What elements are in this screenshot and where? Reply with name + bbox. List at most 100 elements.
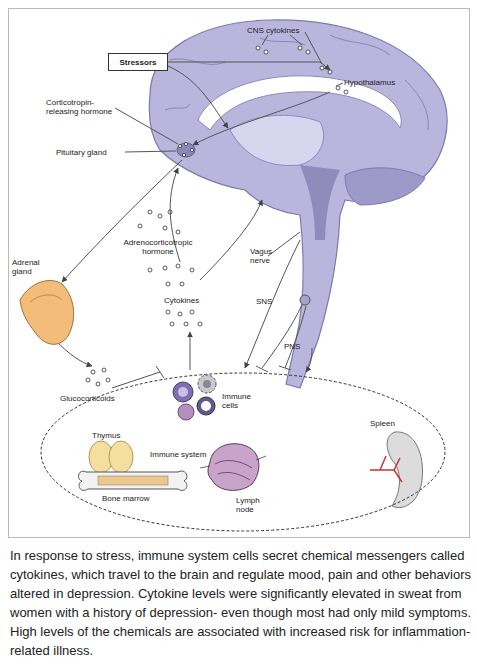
molecule-dot	[163, 266, 167, 270]
figure-label: Bone marrow	[102, 494, 162, 503]
crh-arrow	[193, 92, 330, 145]
figure-label: Lymph node	[236, 496, 266, 514]
leader-line	[125, 151, 176, 152]
molecule-dot	[178, 312, 182, 316]
figure-label: Vagus nerve	[250, 247, 280, 265]
figure-label: SNS	[256, 297, 286, 306]
sns-line	[285, 306, 306, 368]
molecule-dot	[91, 370, 95, 374]
lymph-vessels	[200, 456, 266, 480]
cell-nucleus	[201, 401, 211, 411]
figure-label: Hypothalamus	[344, 78, 414, 87]
molecule-dot	[190, 148, 193, 151]
bone	[79, 471, 187, 490]
figure-label: Pituitary gland	[56, 148, 136, 157]
figure-label: Spleen	[370, 419, 410, 428]
inhibit-bar	[279, 366, 291, 370]
figure-label: CNS cytokines	[247, 26, 317, 35]
molecule-dot	[184, 322, 188, 326]
sns-line	[262, 305, 302, 368]
immune-cell	[173, 382, 193, 402]
immune-cells	[173, 375, 216, 420]
molecule-dot	[166, 310, 170, 314]
molecule-dot	[106, 378, 110, 382]
leader-line	[336, 83, 343, 86]
molecule-dot	[328, 70, 332, 74]
figure-label: Adrenal gland	[12, 258, 52, 276]
node-label: Immune system	[150, 450, 206, 459]
leader-line	[115, 108, 178, 144]
thymus-lobe	[109, 441, 133, 473]
molecule-dot	[320, 66, 324, 70]
pns-arrow	[306, 348, 312, 372]
immune-cell	[178, 404, 194, 420]
immune-cell	[198, 375, 216, 393]
adrenal-detail	[30, 295, 62, 302]
molecule-dot	[148, 268, 152, 272]
molecule-dot	[176, 264, 180, 268]
molecule-dot	[298, 46, 302, 50]
leader-line	[262, 32, 322, 64]
glucocorticoid-arrow	[55, 340, 92, 366]
acth-arrow	[62, 160, 182, 282]
molecule-dot	[166, 282, 170, 286]
molecule-dot	[182, 153, 185, 156]
brain-outline	[149, 20, 447, 388]
stressor-box: Stressors	[108, 53, 168, 71]
figure-label: Cytokines	[164, 296, 214, 305]
cell-nucleus	[203, 380, 211, 388]
pathway-lines	[55, 32, 343, 388]
molecule-dot	[264, 50, 268, 54]
caption-text: In response to stress, immune system cel…	[10, 546, 472, 660]
cerebellum	[345, 168, 425, 205]
figure-frame	[9, 9, 470, 538]
stress-arrow	[168, 66, 228, 128]
molecule-dot	[148, 210, 152, 214]
figure-label: Corticotropin-releasing hormone	[46, 98, 121, 116]
molecule-dot	[184, 142, 187, 145]
molecule-dot	[190, 268, 194, 272]
pituitary-gland	[177, 143, 195, 157]
molecule-dot	[138, 224, 142, 228]
molecule-dot	[102, 368, 106, 372]
molecule-dot	[86, 378, 90, 382]
molecule-dot	[198, 322, 202, 326]
molecule-dot	[336, 86, 340, 90]
bone-marrow-core	[98, 476, 168, 485]
inhibit-bar	[256, 366, 268, 372]
molecule-dot	[344, 90, 348, 94]
cytokine-arrow	[190, 332, 191, 370]
inhibit-line	[112, 372, 160, 388]
cell-nucleus	[178, 387, 188, 397]
sns-ganglion	[300, 295, 310, 305]
molecule-dot	[180, 282, 184, 286]
figure-label: Immune cells	[222, 392, 258, 410]
thalamus	[230, 115, 324, 165]
cytokine-arrow	[200, 200, 262, 280]
figure-label: Adrenocorticotropic hormone	[116, 238, 200, 256]
molecule-dot	[96, 382, 100, 386]
molecule-dot	[306, 50, 310, 54]
gyri-lines	[165, 35, 428, 130]
molecule-dot	[190, 310, 194, 314]
brainstem	[300, 165, 340, 240]
molecule-dot	[163, 226, 167, 230]
molecule-dot	[178, 144, 181, 147]
molecule-dot	[158, 214, 162, 218]
leader-line	[268, 232, 300, 256]
stress-arrow	[168, 62, 330, 70]
inhibit-bar	[156, 366, 164, 378]
brain	[149, 20, 447, 388]
node-label: Stressors	[120, 58, 157, 67]
molecule-dot	[170, 322, 174, 326]
figure-label: Thymus	[92, 431, 132, 440]
adrenal-gland	[20, 281, 74, 345]
spleen-vessels	[370, 456, 402, 482]
immune-cell	[197, 397, 215, 415]
dashed-ellipse	[41, 373, 445, 531]
molecule-dot	[256, 46, 260, 50]
molecule-dot	[176, 230, 180, 234]
figure-label: PNS	[284, 342, 314, 351]
figure-label: Glucocorticoids	[60, 394, 130, 403]
